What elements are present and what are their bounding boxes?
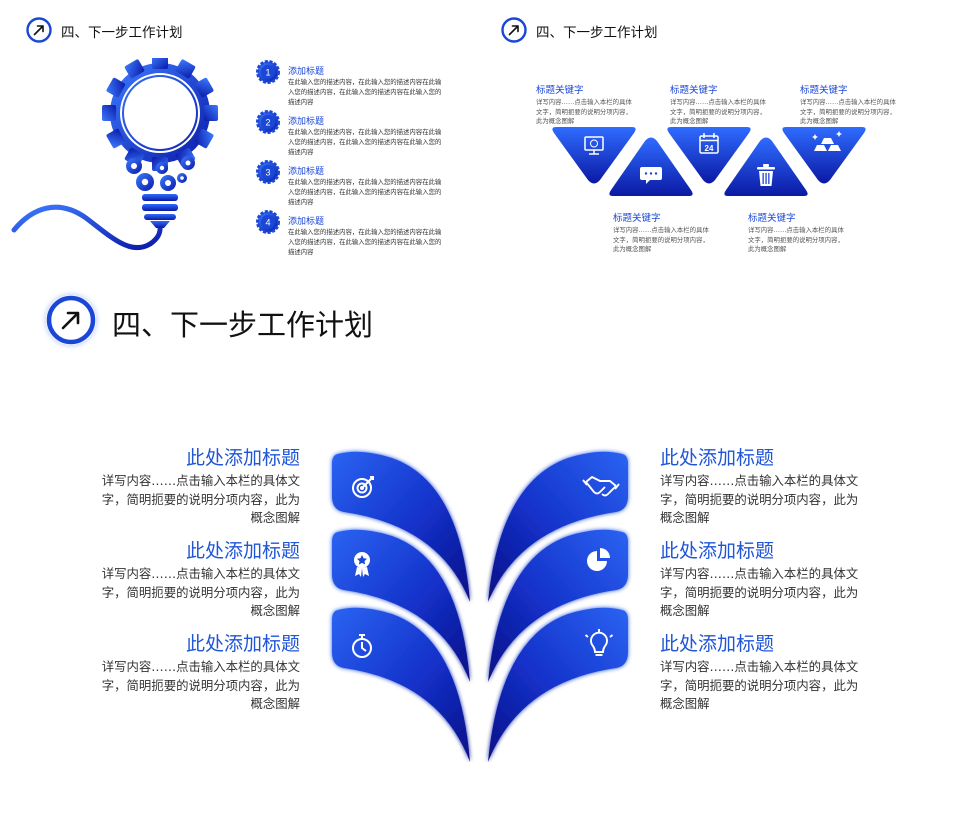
item-description: 在此输入您的描述内容，在此输入您的描述内容在此输入您的描述内容，在此输入您的描述… [288, 128, 442, 156]
trash-icon [757, 164, 775, 186]
number-gear-icon: 3 [256, 160, 280, 184]
slide-title: 四、下一步工作计划 [61, 25, 183, 41]
point-description: 详写内容……点击输入本栏的具体文字，简明扼要的说明分项内容，此为概念图解 [101, 659, 300, 711]
item-description: 在此输入您的描述内容，在此输入您的描述内容在此输入您的描述内容，在此输入您的描述… [288, 78, 442, 106]
point-heading: 此处添加标题 [660, 633, 775, 655]
slide-lightbulb-plan: 四、下一步工作计划 [0, 0, 480, 270]
item-heading: 添加标题 [288, 67, 325, 77]
arrow-badge-icon [501, 17, 527, 43]
number-gear-icon: 1 [256, 60, 280, 84]
item-heading: 添加标题 [288, 167, 325, 177]
award-icon [354, 552, 370, 577]
arrow-badge-icon [26, 17, 52, 43]
svg-text:24: 24 [705, 144, 714, 153]
keyword-heading: 标题关键字 [613, 213, 661, 224]
point-heading: 此处添加标题 [185, 633, 300, 655]
keyword-block: 标题关键字 详写内容……点击输入本栏的具体文字，简明扼要的说明分项内容，此为概念… [748, 210, 844, 255]
triangle-diagram: 24 [552, 127, 866, 196]
number-gear-icon: 2 [256, 110, 280, 134]
svg-text:2: 2 [265, 118, 270, 128]
triangle-monitor [552, 127, 636, 184]
stopwatch-icon [352, 634, 372, 658]
svg-text:3: 3 [265, 168, 270, 178]
keyword-block: 标题关键字 详写内容……点击输入本栏的具体文字，简明扼要的说明分项内容，此为概念… [613, 210, 709, 255]
arrow-badge-icon [46, 295, 96, 345]
svg-text:1: 1 [265, 68, 270, 78]
triangle-calendar [667, 127, 751, 184]
gold-bars-icon [812, 131, 842, 151]
point-description: 详写内容……点击输入本栏的具体文字，简明扼要的说明分项内容，此为概念图解 [660, 566, 859, 618]
slide-title: 四、下一步工作计划 [112, 308, 374, 342]
point-heading: 此处添加标题 [185, 540, 300, 562]
leaf-diagram [332, 451, 628, 762]
calendar-icon: 24 [699, 133, 719, 154]
chat-icon [640, 167, 662, 184]
point-description: 详写内容……点击输入本栏的具体文字，简明扼要的说明分项内容，此为概念图解 [101, 566, 300, 618]
slide-triangle-plan: 四、下一步工作计划 标题关键字 详写内容……点击输入本栏的具体文字，简明扼要的说… [480, 0, 960, 270]
item-description: 在此输入您的描述内容，在此输入您的描述内容在此输入您的描述内容，在此输入您的描述… [288, 178, 442, 206]
keyword-description: 详写内容……点击输入本栏的具体文字，简明扼要的说明分项内容，此为概念图解 [748, 226, 844, 254]
keyword-heading: 标题关键字 [800, 85, 848, 96]
point-heading: 此处添加标题 [660, 447, 775, 469]
lightbulb-icon [584, 629, 614, 656]
point-description: 详写内容……点击输入本栏的具体文字，简明扼要的说明分项内容，此为概念图解 [101, 473, 300, 525]
point-heading: 此处添加标题 [185, 447, 300, 469]
svg-text:4: 4 [265, 218, 270, 228]
keyword-description: 详写内容……点击输入本栏的具体文字，简明扼要的说明分项内容，此为概念图解 [536, 98, 632, 126]
target-icon [352, 476, 374, 498]
item-heading: 添加标题 [288, 117, 325, 127]
keyword-block: 标题关键字 详写内容……点击输入本栏的具体文字，简明扼要的说明分项内容，此为概念… [670, 82, 766, 127]
item-description: 在此输入您的描述内容，在此输入您的描述内容在此输入您的描述内容，在此输入您的描述… [288, 228, 442, 256]
point-block: 此处添加标题 详写内容……点击输入本栏的具体文字，简明扼要的说明分项内容，此为概… [100, 632, 300, 714]
pie-chart-icon [587, 548, 610, 571]
keyword-heading: 标题关键字 [670, 85, 718, 96]
point-heading: 此处添加标题 [660, 540, 775, 562]
point-block: 此处添加标题 详写内容……点击输入本栏的具体文字，简明扼要的说明分项内容，此为概… [100, 446, 300, 528]
point-block: 此处添加标题 详写内容……点击输入本栏的具体文字，简明扼要的说明分项内容，此为概… [660, 632, 860, 714]
lightbulb-gear-illustration [11, 58, 218, 251]
point-block: 此处添加标题 详写内容……点击输入本栏的具体文字，简明扼要的说明分项内容，此为概… [660, 539, 860, 621]
triangle-gold [782, 127, 866, 184]
keyword-heading: 标题关键字 [748, 213, 796, 224]
leaf-left-3 [332, 607, 470, 762]
point-description: 详写内容……点击输入本栏的具体文字，简明扼要的说明分项内容，此为概念图解 [660, 659, 859, 711]
keyword-description: 详写内容……点击输入本栏的具体文字，简明扼要的说明分项内容，此为概念图解 [800, 98, 896, 126]
keyword-block: 标题关键字 详写内容……点击输入本栏的具体文字，简明扼要的说明分项内容，此为概念… [800, 82, 896, 127]
keyword-description: 详写内容……点击输入本栏的具体文字，简明扼要的说明分项内容，此为概念图解 [670, 98, 766, 126]
point-block: 此处添加标题 详写内容……点击输入本栏的具体文字，简明扼要的说明分项内容，此为概… [100, 539, 300, 621]
triangle-chat [609, 137, 693, 196]
handshake-icon [582, 476, 620, 497]
point-block: 此处添加标题 详写内容……点击输入本栏的具体文字，简明扼要的说明分项内容，此为概… [660, 446, 860, 528]
slide-title: 四、下一步工作计划 [536, 25, 658, 41]
slide-leaf-plan: 四、下一步工作计划 [0, 272, 960, 816]
item-heading: 添加标题 [288, 217, 325, 227]
point-description: 详写内容……点击输入本栏的具体文字，简明扼要的说明分项内容，此为概念图解 [660, 473, 859, 525]
keyword-description: 详写内容……点击输入本栏的具体文字，简明扼要的说明分项内容，此为概念图解 [613, 226, 709, 254]
number-gear-icon: 4 [256, 210, 280, 234]
keyword-heading: 标题关键字 [536, 85, 584, 96]
monitor-icon [584, 136, 604, 155]
keyword-block: 标题关键字 详写内容……点击输入本栏的具体文字，简明扼要的说明分项内容，此为概念… [536, 82, 632, 127]
